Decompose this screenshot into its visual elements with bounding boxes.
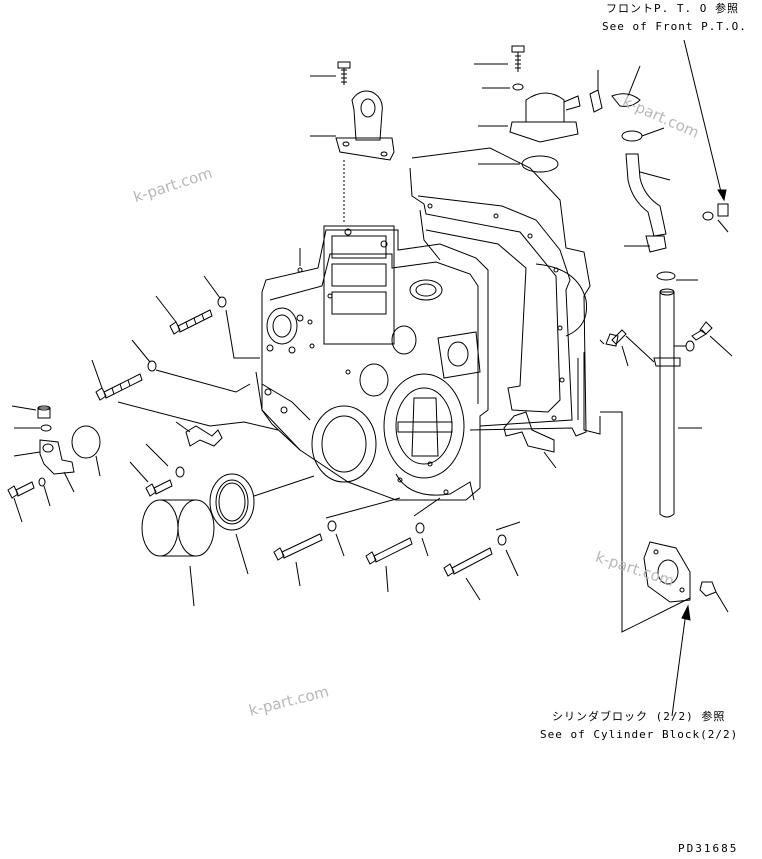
breather-assembly xyxy=(474,45,581,173)
clip-bracket xyxy=(175,421,223,447)
left-bolts xyxy=(91,275,227,401)
pto-pipe-parts xyxy=(589,65,702,518)
drawing-number: PD31685 xyxy=(678,842,739,855)
front-pto-ref-en: See of Front P.T.O. xyxy=(602,20,747,33)
cylinder-block-ref-jp: シリンダブロック (2/2) 参照 xyxy=(552,710,726,723)
dust-seal xyxy=(209,473,315,575)
front-pto-leader xyxy=(683,39,729,233)
oil-filler-parts xyxy=(7,405,101,523)
cylinder-block-ref-en: See of Cylinder Block(2/2) xyxy=(540,728,739,741)
assembly-leaders xyxy=(117,309,279,431)
case-gasket xyxy=(423,203,561,413)
lifting-bracket xyxy=(310,90,395,222)
small-bracket xyxy=(503,411,557,469)
wear-sleeve xyxy=(141,499,215,607)
bottom-bolts xyxy=(273,497,521,601)
front-pto-ref-jp: フロントP. T. O 参照 xyxy=(606,2,739,15)
rear-cover-plate xyxy=(600,411,729,717)
lifting-bracket-bolt xyxy=(310,61,351,85)
timing-gear-case xyxy=(255,147,591,501)
right-bolts xyxy=(577,321,733,435)
seal-bolt xyxy=(129,443,185,497)
